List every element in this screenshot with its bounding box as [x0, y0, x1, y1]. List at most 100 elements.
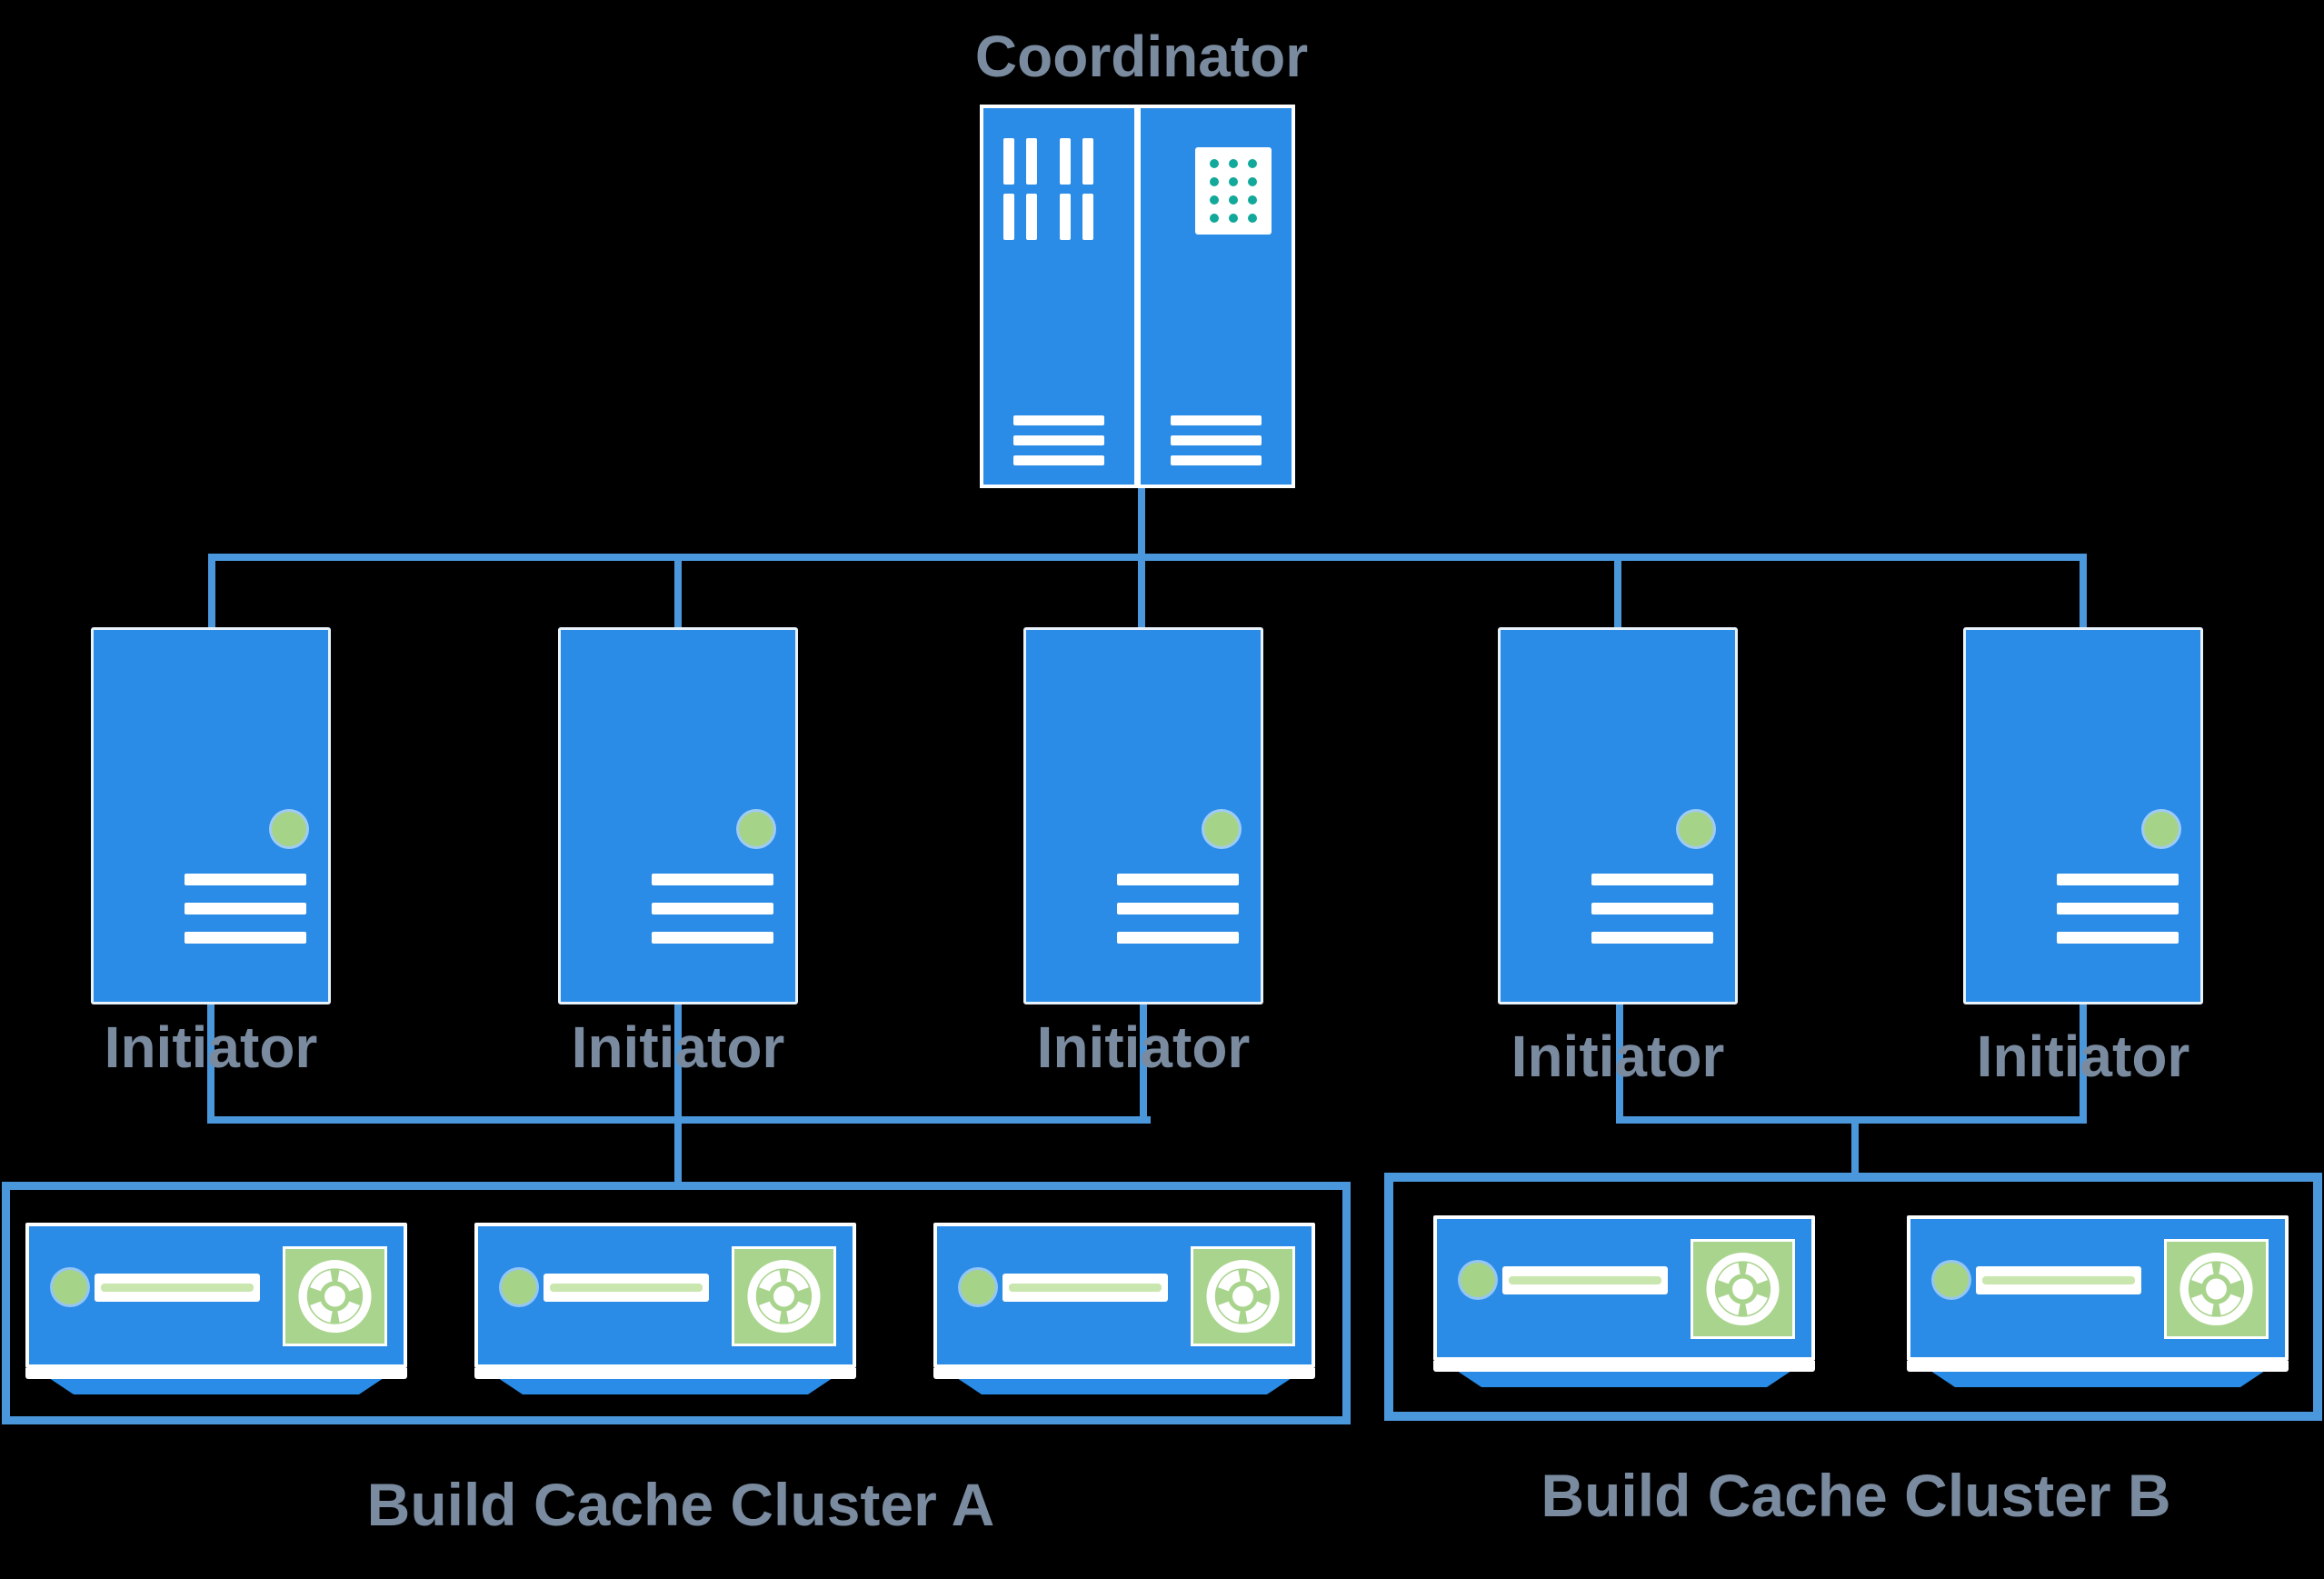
initiator-server-icon-1: [91, 627, 331, 1004]
coordinator-label: Coordinator: [974, 24, 1309, 89]
vent-bar-icon: [1082, 194, 1093, 240]
drive-slot-line: [185, 903, 306, 914]
connector-initiator-5-to-cluster-b: [2080, 1003, 2087, 1124]
drive-bay-icon: [95, 1274, 260, 1302]
drive-slot-line: [1117, 932, 1239, 944]
dot-matrix-icon: [1195, 147, 1272, 235]
drive-bay-icon: [1976, 1266, 2141, 1294]
initiator-label-3: Initiator: [1036, 1014, 1251, 1080]
initiator-server-icon-2: [558, 627, 798, 1004]
vent-bar-icon: [1003, 138, 1014, 185]
rack-tower-right-icon: [1141, 108, 1292, 485]
cluster-a-box: [2, 1182, 1351, 1424]
connector-drop-initiator-5: [2080, 554, 2087, 629]
rack-slot-line: [1013, 415, 1104, 425]
vent-bar-icon: [1003, 194, 1014, 240]
fan-icon: [1191, 1246, 1295, 1346]
appliance-base: [474, 1368, 856, 1379]
connector-coordinator-drop: [1138, 488, 1145, 561]
status-led-icon: [53, 1270, 87, 1304]
appliance-base: [1433, 1361, 1815, 1372]
drive-bay-icon: [1002, 1274, 1168, 1302]
drive-slot-line: [1117, 874, 1239, 885]
initiator-server-icon-4: [1498, 627, 1738, 1004]
status-led-icon: [272, 812, 306, 846]
drive-slot-line: [1591, 874, 1713, 885]
drive-bay-icon: [1502, 1266, 1668, 1294]
appliance-stand: [499, 1379, 832, 1394]
cluster-b-box: [1384, 1173, 2322, 1421]
drive-bay-stripe: [550, 1284, 703, 1292]
cache-appliance-icon-a1: [25, 1223, 407, 1394]
fan-icon: [2164, 1239, 2269, 1339]
initiator-label-1: Initiator: [104, 1014, 318, 1080]
status-led-icon: [1204, 812, 1239, 846]
coordinator-icon: [980, 105, 1295, 488]
connector-drop-initiator-4: [1614, 557, 1621, 629]
appliance-base: [933, 1368, 1315, 1379]
initiator-label-4: Initiator: [1511, 1024, 1725, 1089]
status-led-icon: [739, 812, 773, 846]
fan-icon: [283, 1246, 387, 1346]
connector-drop-initiator-1: [208, 554, 215, 629]
initiator-server-icon-5: [1963, 627, 2203, 1004]
drive-bay-stripe: [101, 1284, 254, 1292]
drive-slot-line: [2057, 932, 2179, 944]
initiator-label-2: Initiator: [571, 1014, 785, 1080]
cache-appliance-icon-b2: [1907, 1215, 2289, 1387]
drive-slot-line: [652, 874, 773, 885]
drive-bay-icon: [544, 1274, 709, 1302]
vent-bar-icon: [1026, 138, 1037, 185]
drive-slot-line: [652, 932, 773, 944]
rack-slot-line: [1171, 455, 1262, 465]
appliance-base: [1907, 1361, 2289, 1372]
drive-slot-line: [652, 903, 773, 914]
vent-bar-icon: [1060, 138, 1071, 185]
connector-drop-initiator-3: [1138, 557, 1145, 629]
appliance-stand: [50, 1379, 383, 1394]
connector-initiator-3-to-cluster-a: [1140, 1003, 1147, 1124]
status-led-icon: [502, 1270, 536, 1304]
drive-slot-line: [1591, 932, 1713, 944]
connector-bus-line: [208, 554, 2087, 561]
status-led-icon: [1679, 812, 1713, 846]
status-led-icon: [961, 1270, 995, 1304]
drive-slot-line: [185, 932, 306, 944]
drive-slot-line: [2057, 874, 2179, 885]
cache-appliance-icon-b1: [1433, 1215, 1815, 1387]
cluster-a-label: Build Cache Cluster A: [366, 1471, 995, 1538]
drive-bay-stripe: [1982, 1276, 2135, 1284]
initiator-server-icon-3: [1023, 627, 1263, 1004]
vent-bar-icon: [1060, 194, 1071, 240]
initiator-label-5: Initiator: [1976, 1024, 2190, 1089]
fan-icon: [1691, 1239, 1795, 1339]
drive-slot-line: [185, 874, 306, 885]
status-led-icon: [1934, 1263, 1969, 1297]
cache-appliance-icon-a2: [474, 1223, 856, 1394]
rack-slot-line: [1013, 435, 1104, 445]
fan-icon: [732, 1246, 836, 1346]
cache-appliance-icon-a3: [933, 1223, 1315, 1394]
rack-tower-left-icon: [983, 108, 1134, 485]
connector-initiator-1-to-cluster-a: [207, 1003, 214, 1124]
drive-slot-line: [1591, 903, 1713, 914]
rack-slot-line: [1171, 435, 1262, 445]
vent-bar-icon: [1082, 138, 1093, 185]
appliance-stand: [958, 1379, 1291, 1394]
status-led-icon: [1461, 1263, 1495, 1297]
connector-cluster-b-drop: [1851, 1116, 1859, 1181]
rack-slot-line: [1013, 455, 1104, 465]
drive-slot-line: [2057, 903, 2179, 914]
drive-bay-stripe: [1509, 1276, 1661, 1284]
connector-initiator-4-to-cluster-b: [1616, 1003, 1623, 1124]
connector-initiator-2-to-cluster-a: [674, 1003, 682, 1190]
appliance-stand: [1931, 1372, 2264, 1387]
drive-slot-line: [1117, 903, 1239, 914]
status-led-icon: [2144, 812, 2179, 846]
rack-slot-line: [1171, 415, 1262, 425]
cluster-b-label: Build Cache Cluster B: [1541, 1462, 2171, 1529]
appliance-stand: [1458, 1372, 1790, 1387]
vent-bar-icon: [1026, 194, 1037, 240]
drive-bay-stripe: [1009, 1284, 1162, 1292]
